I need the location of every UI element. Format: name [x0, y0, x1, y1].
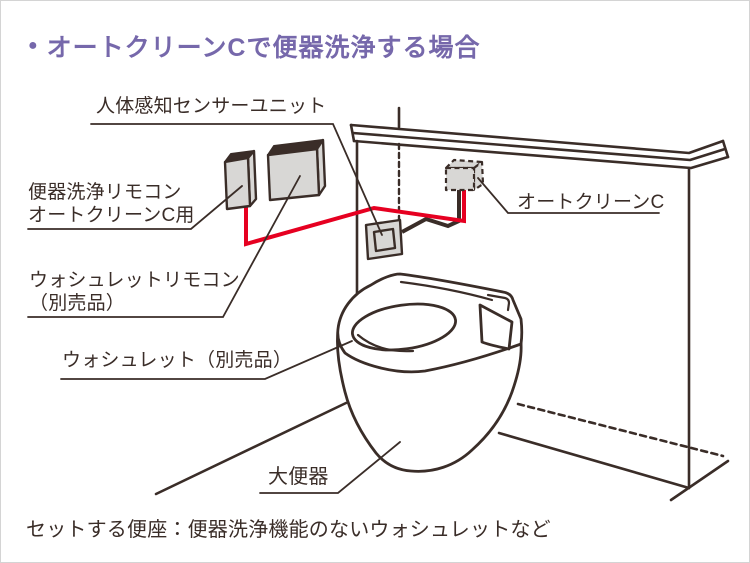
leader-lines — [27, 123, 660, 494]
label-washlet-remote-line1: ウォシュレットリモコン — [29, 270, 240, 291]
footer-note: セットする便座：便器洗浄機能のないウォシュレットなど — [26, 519, 551, 541]
seat-opening — [351, 302, 457, 352]
label-washlet-remote: ウォシュレットリモコン （別売品） — [29, 269, 240, 315]
label-washlet-remote-line2: （別売品） — [29, 293, 126, 314]
wall-floor-hidden-line — [516, 402, 725, 458]
bowl-inner-line — [356, 333, 415, 353]
leader-washlet-remote — [27, 175, 301, 318]
sensor-cable-black — [401, 189, 461, 234]
page-title: ● オートクリーンCで便器洗浄する場合 — [28, 28, 480, 64]
label-human-sensor-unit: 人体感知センサーユニット — [96, 96, 327, 117]
wall — [355, 139, 730, 502]
leader-washlet — [60, 340, 353, 380]
title-text: オートクリーンCで便器洗浄する場合 — [46, 34, 481, 62]
washlet-side-panel — [478, 303, 514, 351]
human-sensor-unit — [364, 218, 404, 261]
label-auto-clean: オートクリーンC — [517, 192, 665, 213]
counter-ledge — [349, 106, 730, 170]
label-flush-remote: 便器洗浄リモコン オートクリーンC用 — [28, 181, 195, 227]
floor-line — [154, 401, 348, 496]
washlet-remote-unit — [266, 138, 327, 202]
label-flush-remote-line2: オートクリーンC用 — [28, 205, 195, 226]
remote-cable-red — [244, 187, 466, 247]
leader-sensor-unit — [90, 123, 383, 236]
leader-flush-remote — [27, 185, 243, 230]
leader-auto-clean — [477, 177, 660, 214]
hinge-line — [486, 293, 511, 312]
auto-clean-unit — [444, 158, 485, 192]
label-washlet: ウォシュレット（別売品） — [62, 350, 293, 371]
toilet — [336, 272, 524, 473]
leader-toilet — [259, 441, 401, 494]
lid-seam-line — [399, 280, 494, 302]
label-flush-remote-line1: 便器洗浄リモコン — [28, 182, 182, 203]
label-toilet: 大便器 — [268, 466, 329, 488]
title-bullet: ● — [28, 37, 39, 54]
flush-remote-unit — [223, 149, 258, 211]
